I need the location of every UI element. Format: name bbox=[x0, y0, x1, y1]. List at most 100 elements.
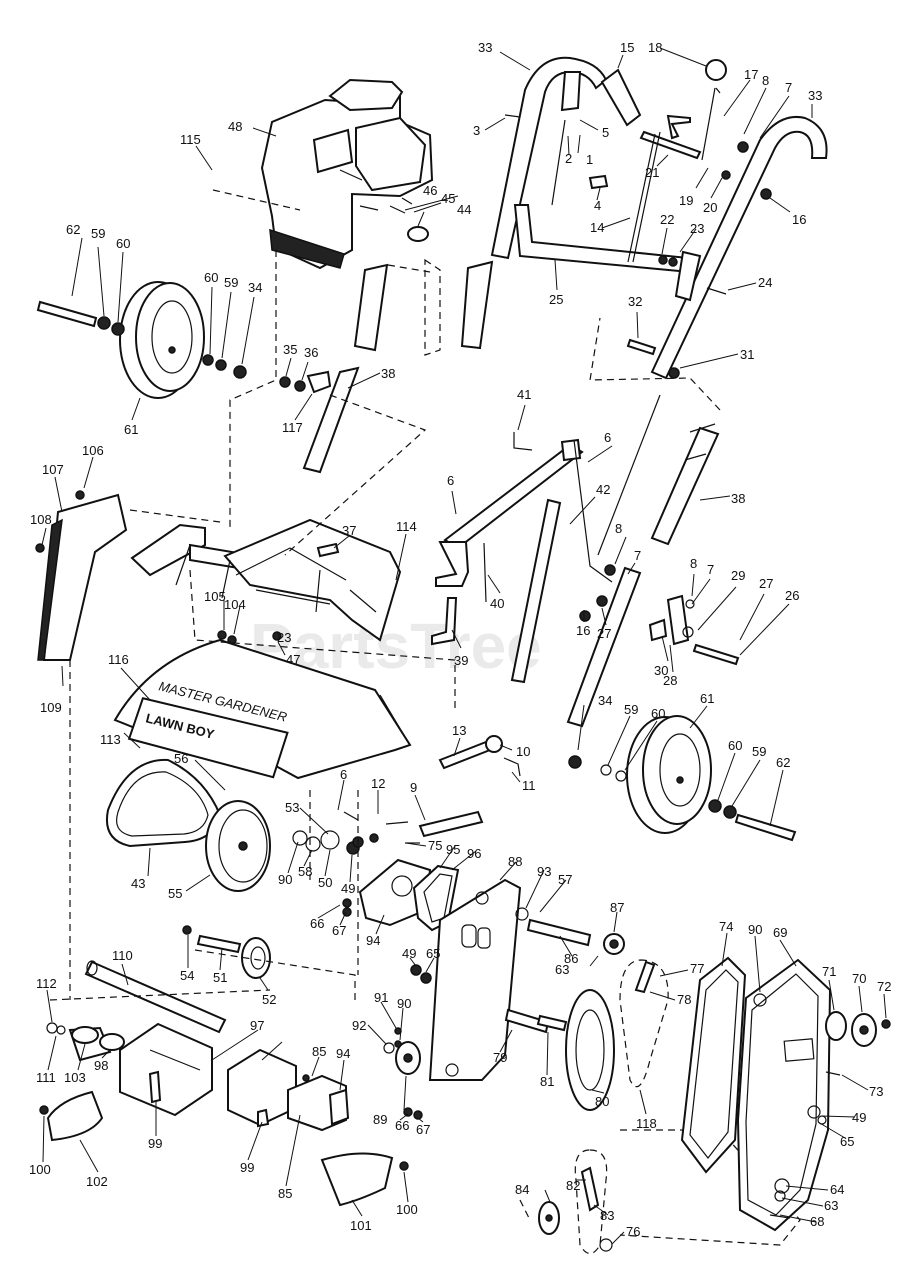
callout-49: 49 bbox=[402, 946, 416, 961]
callout-60: 60 bbox=[116, 236, 130, 251]
callout-24: 24 bbox=[758, 275, 772, 290]
callout-68: 68 bbox=[810, 1214, 824, 1229]
callout-94: 94 bbox=[366, 933, 380, 948]
handle-assembly bbox=[302, 56, 828, 546]
callout-100: 100 bbox=[396, 1202, 418, 1217]
callout-65: 65 bbox=[840, 1134, 854, 1149]
callout-83: 83 bbox=[600, 1208, 614, 1223]
callout-52: 52 bbox=[262, 992, 276, 1007]
callout-74: 74 bbox=[719, 919, 733, 934]
callout-97: 97 bbox=[250, 1018, 264, 1033]
callout-76: 76 bbox=[626, 1224, 640, 1239]
callout-111: 111 bbox=[36, 1070, 56, 1085]
callout-82: 82 bbox=[566, 1178, 580, 1193]
callout-33: 33 bbox=[478, 40, 492, 55]
chain-cover bbox=[619, 956, 891, 1246]
callout-40: 40 bbox=[490, 596, 504, 611]
callout-20: 20 bbox=[703, 200, 717, 215]
callout-103: 103 bbox=[64, 1070, 86, 1085]
callout-35: 35 bbox=[283, 342, 297, 357]
callout-81: 81 bbox=[540, 1074, 554, 1089]
callout-59: 59 bbox=[91, 226, 105, 241]
callout-41: 41 bbox=[517, 387, 531, 402]
callout-115: 115 bbox=[180, 132, 201, 147]
callout-57: 57 bbox=[558, 872, 572, 887]
callout-87: 87 bbox=[610, 900, 624, 915]
callout-42: 42 bbox=[596, 482, 610, 497]
callout-84: 84 bbox=[515, 1182, 529, 1197]
callout-3: 3 bbox=[473, 123, 480, 138]
callout-7: 7 bbox=[634, 548, 641, 563]
right-wheel bbox=[568, 715, 797, 842]
callout-13: 13 bbox=[452, 723, 466, 738]
callout-8: 8 bbox=[690, 556, 697, 571]
callout-29: 29 bbox=[731, 568, 745, 583]
callout-6: 6 bbox=[447, 473, 454, 488]
callout-113: 113 bbox=[100, 732, 121, 747]
callout-86: 86 bbox=[564, 951, 578, 966]
callout-85: 85 bbox=[278, 1186, 292, 1201]
callout-48: 48 bbox=[228, 119, 242, 134]
callout-18: 18 bbox=[648, 40, 662, 55]
callout-106: 106 bbox=[82, 443, 104, 458]
callout-61: 61 bbox=[700, 691, 714, 706]
callout-43: 43 bbox=[131, 876, 145, 891]
callout-79: 79 bbox=[493, 1050, 507, 1065]
callout-65: 65 bbox=[426, 946, 440, 961]
callout-90: 90 bbox=[397, 996, 411, 1011]
callout-100: 100 bbox=[29, 1162, 51, 1177]
callout-25: 25 bbox=[549, 292, 563, 307]
callout-90: 90 bbox=[748, 922, 762, 937]
callout-labels: 1 2 3 4 5 6 6 6 7 7 7 8 8 8 9 10 11 12 1… bbox=[29, 40, 891, 1239]
callout-60: 60 bbox=[728, 738, 742, 753]
callout-50: 50 bbox=[318, 875, 332, 890]
callout-69: 69 bbox=[773, 925, 787, 940]
callout-89: 89 bbox=[373, 1112, 387, 1127]
callout-102: 102 bbox=[86, 1174, 108, 1189]
belt-pulley bbox=[106, 758, 379, 979]
callout-34: 34 bbox=[248, 280, 262, 295]
callout-7: 7 bbox=[785, 80, 792, 95]
callout-17: 17 bbox=[744, 67, 758, 82]
callout-38: 38 bbox=[731, 491, 745, 506]
callout-23: 23 bbox=[277, 630, 291, 645]
callout-67: 67 bbox=[416, 1122, 430, 1137]
callout-70: 70 bbox=[852, 971, 866, 986]
callout-55: 55 bbox=[168, 886, 182, 901]
callout-66: 66 bbox=[310, 916, 324, 931]
callout-105: 105 bbox=[204, 589, 226, 604]
callout-59: 59 bbox=[752, 744, 766, 759]
callout-36: 36 bbox=[304, 345, 318, 360]
callout-53: 53 bbox=[285, 800, 299, 815]
callout-6: 6 bbox=[340, 767, 347, 782]
callout-45: 45 bbox=[441, 191, 455, 206]
callout-109: 109 bbox=[40, 700, 62, 715]
callout-8: 8 bbox=[615, 521, 622, 536]
callout-38: 38 bbox=[381, 366, 395, 381]
callout-77: 77 bbox=[690, 961, 704, 976]
callout-12: 12 bbox=[371, 776, 385, 791]
callout-63: 63 bbox=[824, 1198, 838, 1213]
callout-62: 62 bbox=[776, 755, 790, 770]
callout-99: 99 bbox=[148, 1136, 162, 1151]
callout-59: 59 bbox=[624, 702, 638, 717]
callout-93: 93 bbox=[537, 864, 551, 879]
callout-47: 47 bbox=[286, 652, 300, 667]
callout-92: 92 bbox=[352, 1018, 366, 1033]
callout-28: 28 bbox=[663, 673, 677, 688]
callout-66: 66 bbox=[395, 1118, 409, 1133]
callout-44: 44 bbox=[457, 202, 471, 217]
callout-37: 37 bbox=[342, 523, 356, 538]
callout-34: 34 bbox=[598, 693, 612, 708]
callout-22: 22 bbox=[660, 212, 674, 227]
callout-60: 60 bbox=[651, 706, 665, 721]
callout-72: 72 bbox=[877, 979, 891, 994]
callout-26: 26 bbox=[785, 588, 799, 603]
callout-78: 78 bbox=[677, 992, 691, 1007]
callout-16: 16 bbox=[792, 212, 806, 227]
callout-6: 6 bbox=[604, 430, 611, 445]
idler-clutch bbox=[343, 735, 521, 984]
callout-63: 63 bbox=[555, 962, 569, 977]
leader-lines bbox=[41, 47, 887, 1245]
